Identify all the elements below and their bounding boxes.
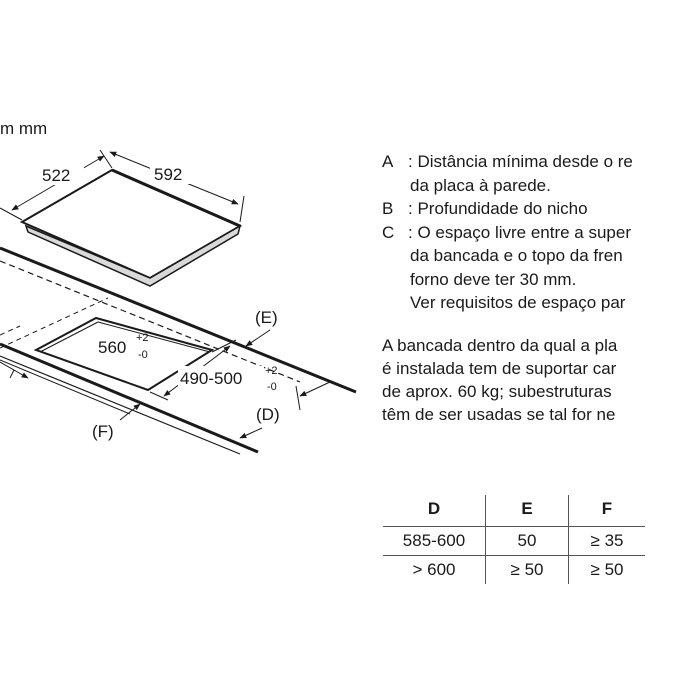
worktop: [0, 246, 357, 455]
dim-490-tolerance-bottom: -0: [267, 381, 277, 393]
note-line-1: A bancada dentro da qual a pla: [382, 336, 618, 355]
legend-item-a: A: Distância mínima desde o re: [382, 150, 700, 174]
dim-592-label: 592: [154, 165, 182, 184]
worktop-note: A bancada dentro da qual a pla é instala…: [382, 334, 617, 426]
legend-key-b: B: [382, 199, 394, 218]
note-line-3: de aprox. 60 kg; subestruturas: [382, 382, 612, 401]
installation-diagram: m mm 522 592 560 +2 -0: [0, 119, 357, 455]
legend-c-line-2: da bancada e o topo da fren: [410, 246, 623, 265]
table-row: 585-600 50 ≥ 35: [383, 526, 645, 556]
table-header-d: D: [383, 495, 486, 527]
dimension-522: 522: [0, 149, 113, 221]
table-cell: ≥ 50: [485, 555, 569, 584]
legend-c-line-4: Ver requisitos de espaço par: [410, 293, 626, 312]
table-header-e: E: [485, 495, 569, 527]
legend-key-a: A: [382, 152, 394, 171]
note-line-4: têm de ser usadas se tal for ne: [382, 405, 616, 424]
dim-560-tolerance-top: +2: [136, 332, 149, 344]
legend-a-line-1: Distância mínima desde o re: [417, 152, 633, 171]
label-e-text: (E): [255, 308, 278, 327]
dim-522-label: 522: [42, 166, 70, 185]
table-cell: > 600: [383, 555, 486, 584]
legend-b-line-1: Profundidade do nicho: [417, 199, 588, 218]
clearance-table: D E F 585-600 50 ≥ 35 > 600 ≥ 50 ≥ 50: [383, 495, 645, 584]
table-cell: 585-600: [383, 526, 486, 556]
dim-560-label: 560: [98, 338, 126, 357]
label-f-text: (F): [92, 422, 114, 441]
table-cell: ≥ 35: [568, 526, 645, 556]
left-edge-marks: [0, 361, 29, 379]
dimension-592: 592: [109, 151, 245, 223]
legend-c-line-3: forno deve ter 30 mm.: [410, 269, 577, 289]
table-cell: ≥ 50: [568, 555, 645, 584]
legend-item-c: C: O espaço livre entre a super: [382, 221, 700, 245]
table-row: > 600 ≥ 50 ≥ 50: [383, 555, 645, 584]
table-cell: 50: [485, 526, 569, 556]
label-d-text: (D): [256, 405, 280, 424]
label-d: (D): [239, 381, 331, 439]
note-line-2: é instalada tem de suportar car: [382, 359, 617, 378]
label-e: (E): [245, 308, 278, 347]
table-header-f: F: [601, 499, 613, 518]
legend-a-line-2: da placa à parede.: [410, 175, 551, 195]
table-header-row: D E F: [383, 495, 645, 527]
dim-490-500-label: 490-500: [180, 369, 242, 388]
legend-c-line-1: O espaço livre entre a super: [417, 222, 632, 242]
legend-key-c: C: [382, 222, 395, 242]
unit-label: m mm: [0, 119, 47, 138]
label-f: (F): [0, 359, 141, 441]
dimension-560: 560 +2 -0: [98, 332, 149, 361]
dim-490-tolerance-top: +2: [265, 365, 278, 377]
legend: A: Distância mínima desde o re da placa …: [382, 150, 700, 315]
dimension-490-500: 490-500 +2 -0: [149, 339, 278, 401]
legend-item-b: B: Profundidade do nicho: [382, 197, 700, 221]
dim-560-tolerance-bottom: -0: [138, 349, 148, 361]
